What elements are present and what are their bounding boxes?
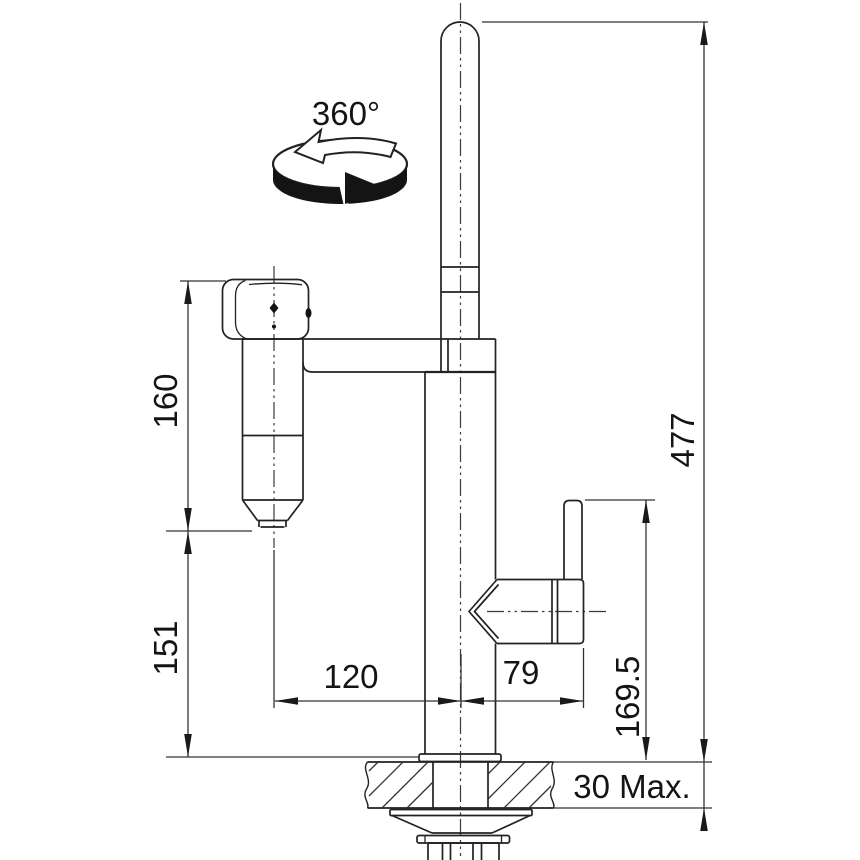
rotation-label: 360° [312, 95, 380, 132]
dim-169-label: 169.5 [609, 656, 646, 739]
dim-120-label: 120 [323, 658, 378, 695]
dimension-handle-offset: 79 [460, 648, 585, 708]
dim-160-lines [166, 280, 252, 532]
cone-washer [391, 814, 531, 834]
dim-79-label: 79 [503, 654, 540, 691]
filter-head-button-icon [269, 302, 279, 314]
counter-rotation-arrow-icon [293, 127, 398, 165]
mounting-hardware [389, 808, 533, 860]
dimension-filter-clearance: 151 [147, 531, 419, 758]
countertop [364, 761, 555, 809]
mounting-nut [427, 842, 500, 860]
faucet-body [221, 21, 585, 763]
backing-plate-ticks [424, 835, 503, 843]
dimension-filter-offset: 120 [273, 550, 461, 708]
main-body [424, 339, 497, 754]
filter-head-side-lug [305, 308, 312, 318]
side-arm [242, 338, 496, 373]
hatch-lines [368, 761, 552, 809]
filter-head-face-lines [234, 279, 303, 340]
filter-head-dot [272, 324, 276, 329]
worktop-break-edges [364, 761, 555, 809]
dim-151-arrowheads [184, 531, 192, 757]
dimension-worktop-thickness: 30 Max. [553, 761, 712, 831]
backing-plate [416, 834, 511, 844]
dim-120-lines [273, 550, 461, 708]
spout-column [440, 41, 480, 372]
rotation-band-gap [335, 167, 349, 205]
filter-cartridge [241, 339, 304, 528]
top-washer [389, 808, 533, 817]
dim-477-lines [482, 21, 708, 762]
dimension-handle-height: 169.5 [585, 499, 655, 760]
dim-30max-arrowhead [700, 808, 708, 831]
dim-151-lines [166, 531, 419, 758]
dim-30max-label: 30 Max. [573, 768, 690, 805]
dim-169-lines [585, 499, 655, 760]
rotation-ring-band [273, 164, 407, 204]
dimension-overall-height: 477 [482, 21, 708, 762]
spout-cap [440, 21, 480, 42]
worktop-slab [367, 761, 554, 809]
dim-120-arrowheads [275, 697, 461, 705]
valve-body [468, 578, 585, 645]
rotation-symbol: 360° [271, 95, 409, 205]
handle-lever [563, 499, 583, 579]
dim-477-label: 477 [664, 412, 701, 467]
dimension-filter-length: 160 [147, 280, 252, 532]
rotation-arrowhead-icon [345, 172, 384, 204]
dim-151-label: 151 [147, 620, 184, 675]
dim-160-label: 160 [147, 373, 184, 428]
